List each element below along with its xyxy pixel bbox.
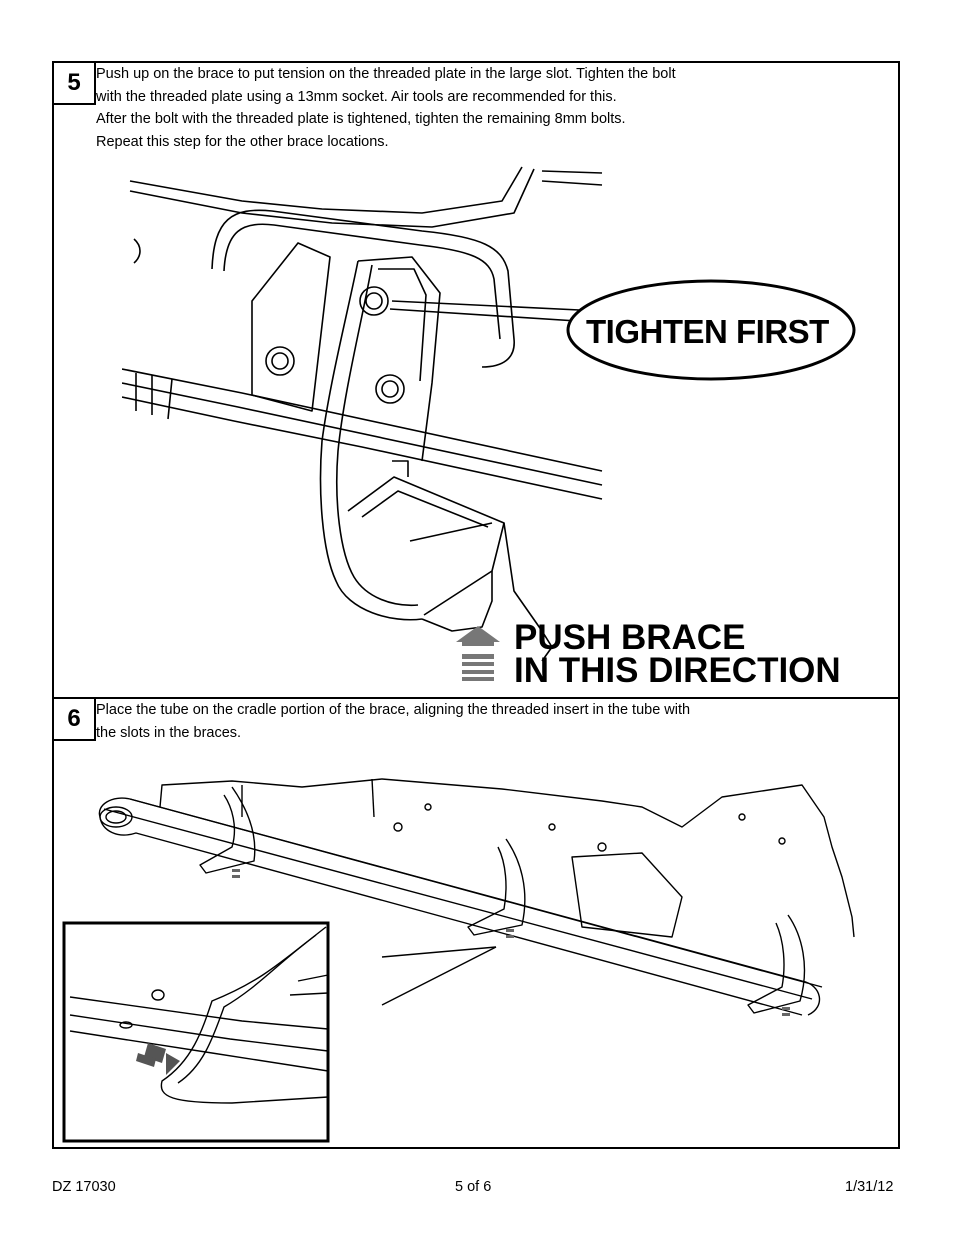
brace-illustration xyxy=(122,166,609,662)
push-direction-label: PUSH BRACE IN THIS DIRECTION xyxy=(514,618,841,690)
instruction-line: Place the tube on the cradle portion of … xyxy=(96,702,691,718)
step-6: 6 Place the tube on the cradle portion o… xyxy=(54,699,898,1149)
step-5: 5 Push up on the brace to put tension on… xyxy=(54,63,898,699)
push-line-1: PUSH BRACE xyxy=(514,618,746,657)
tube-illustration xyxy=(98,778,855,1016)
inset-detail xyxy=(62,921,330,1143)
step-number: 5 xyxy=(54,63,96,105)
instruction-line: Repeat this step for the other brace loc… xyxy=(96,133,389,150)
callout-label: TIGHTEN FIRST xyxy=(586,313,829,350)
step-instructions: Place the tube on the cradle portion of … xyxy=(96,699,690,744)
instruction-line: with the threaded plate using a 13mm soc… xyxy=(96,88,617,105)
step-number: 6 xyxy=(54,699,96,741)
instruction-line: Push up on the brace to put tension on t… xyxy=(96,66,676,82)
tighten-first-callout xyxy=(566,279,856,381)
step-instructions: Push up on the brace to put tension on t… xyxy=(96,63,676,153)
push-line-2: IN THIS DIRECTION xyxy=(514,651,841,690)
instruction-line: the slots in the braces. xyxy=(96,724,242,741)
footer-page-number: 5 of 6 xyxy=(455,1179,492,1195)
footer-doc-id: DZ 17030 xyxy=(52,1179,116,1195)
push-arrow-icon xyxy=(456,626,500,681)
instruction-frame: 5 Push up on the brace to put tension on… xyxy=(52,61,900,1149)
instruction-line: After the bolt with the threaded plate i… xyxy=(96,111,626,127)
footer-date: 1/31/12 xyxy=(845,1179,894,1195)
